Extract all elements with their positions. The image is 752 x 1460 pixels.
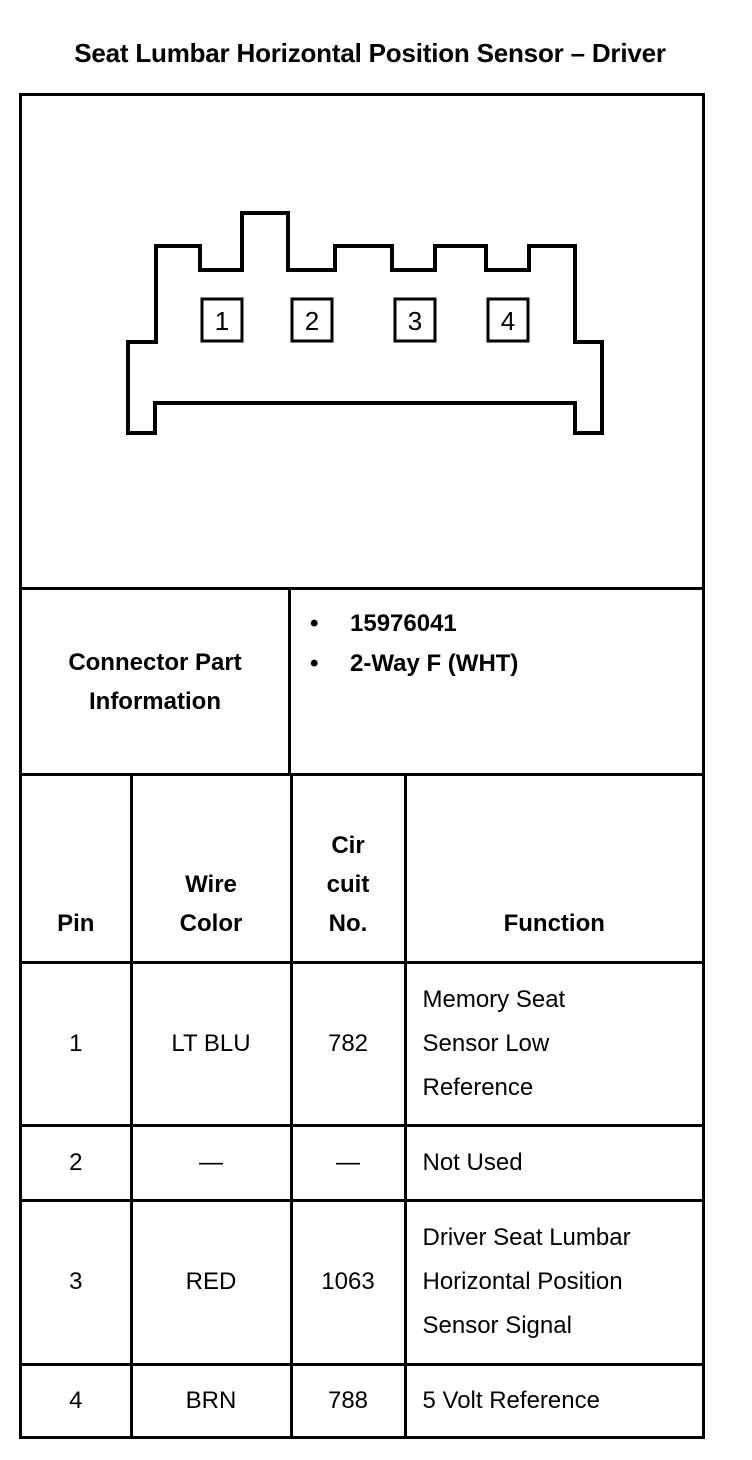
page-title: Seat Lumbar Horizontal Position Sensor –… — [74, 38, 666, 68]
function-cell: Memory Seat Sensor Low Reference — [405, 962, 702, 1127]
connector-part-list: 15976041 2-Way F (WHT) — [310, 604, 518, 684]
table-row: 2 — — Not Used — [22, 1125, 702, 1202]
wire-color-header-line1: Wire — [185, 870, 237, 898]
pin-cavity-1: 1 — [200, 297, 244, 343]
pin-cell: 3 — [22, 1200, 133, 1366]
wire-color-header-line2: Color — [179, 909, 243, 937]
pin-label: 1 — [215, 306, 229, 336]
circuit-header-line2: cuit — [326, 870, 370, 898]
circuit-cell: 782 — [291, 962, 407, 1127]
wire-color-cell: LT BLU — [131, 962, 293, 1127]
connector-frame: 1 2 3 4 Connector Part Information 15 — [19, 93, 705, 1439]
function-line: Reference — [422, 1073, 534, 1101]
connector-part-label-line2: Information — [88, 687, 221, 715]
function-cell: Not Used — [405, 1125, 702, 1202]
function-line: Driver Seat Lumbar — [422, 1224, 631, 1251]
circuit-header-line3: No. — [328, 909, 368, 937]
table-row: 3 RED 1063 Driver Seat Lumbar Horizontal… — [22, 1200, 702, 1366]
function-line: 5 Volt Reference — [422, 1386, 600, 1414]
connector-part-label-line1: Connector Part — [68, 648, 242, 676]
pin-cavity-4: 4 — [486, 297, 530, 343]
part-number: 15976041 — [310, 604, 518, 644]
connector-type: 2-Way F (WHT) — [310, 644, 518, 684]
circuit-header-line1: Cir — [331, 831, 365, 859]
table-row: 1 LT BLU 782 Memory Seat Sensor Low Refe… — [22, 962, 702, 1127]
circuit-cell: — — [291, 1125, 407, 1202]
table-row: 4 BRN 788 5 Volt Reference — [22, 1364, 702, 1436]
connector-part-info: Connector Part Information 15976041 2-Wa… — [22, 590, 702, 776]
connector-diagram: 1 2 3 4 — [22, 96, 702, 590]
pin-cavity-2: 2 — [290, 297, 334, 343]
function-line: Not Used — [422, 1148, 523, 1176]
connector-outline — [126, 211, 604, 435]
pin-header: Pin — [22, 776, 133, 964]
wire-color-cell: RED — [131, 1200, 293, 1366]
pin-cell: 4 — [22, 1364, 133, 1436]
function-line: Horizontal Position — [422, 1268, 623, 1295]
pin-label: 4 — [501, 306, 515, 336]
wire-color-header: Wire Color — [131, 776, 293, 964]
pin-cell: 2 — [22, 1125, 133, 1202]
wire-color-cell: — — [131, 1125, 293, 1202]
pin-cavity-3: 3 — [393, 297, 437, 343]
function-line: Sensor Low — [422, 1029, 550, 1057]
pinout-table: Pin Wire Color Cir cuit No. Function 1 L… — [22, 776, 702, 1436]
wire-color-cell: BRN — [131, 1364, 293, 1436]
function-cell: Driver Seat Lumbar Horizontal Position S… — [405, 1200, 702, 1366]
circuit-cell: 788 — [291, 1364, 407, 1436]
circuit-header: Cir cuit No. — [291, 776, 407, 964]
pin-cell: 1 — [22, 962, 133, 1127]
function-header: Function — [405, 776, 702, 964]
connector-face-drawing: 1 2 3 4 — [126, 211, 604, 435]
function-cell: 5 Volt Reference — [405, 1364, 702, 1436]
pin-label: 3 — [408, 306, 422, 336]
function-line: Sensor Signal — [422, 1312, 572, 1339]
pin-label: 2 — [305, 306, 319, 336]
circuit-cell: 1063 — [291, 1200, 407, 1366]
connector-part-label: Connector Part Information — [22, 590, 291, 773]
table-header-row: Pin Wire Color Cir cuit No. Function — [22, 776, 702, 964]
function-line: Memory Seat — [422, 985, 566, 1013]
